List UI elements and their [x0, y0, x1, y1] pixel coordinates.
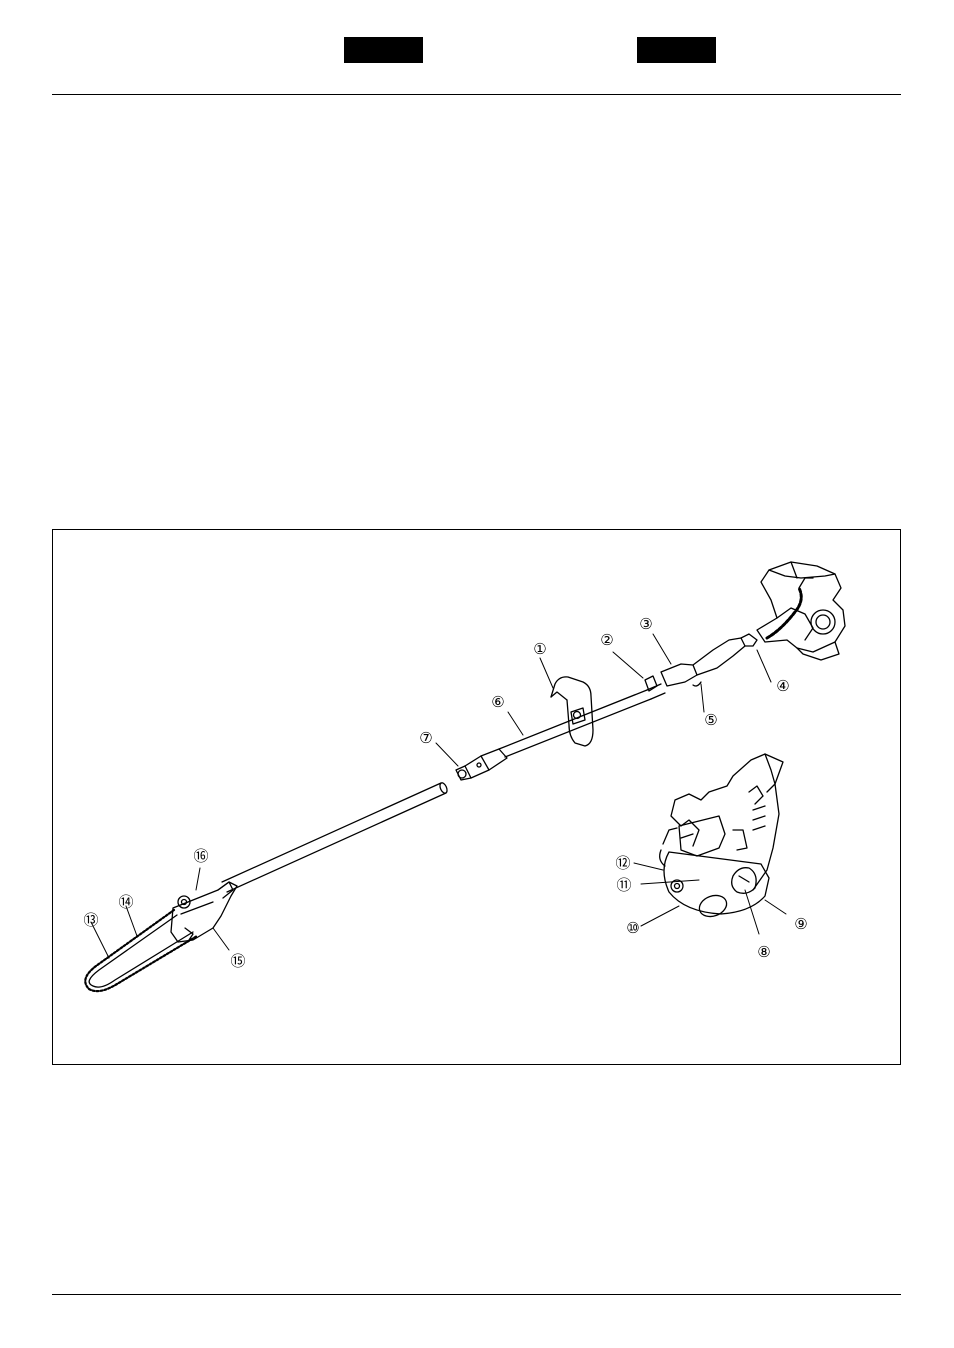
throttle-handle [645, 634, 757, 691]
pole-saw-illustration: ① ② ③ ④ ⑤ ⑥ ⑦ ⑧ ⑨ ⑩ ⑪ ⑫ ⑬ ⑭ ⑮ ⑯ [53, 530, 900, 1064]
pole-saw-parts-figure: ① ② ③ ④ ⑤ ⑥ ⑦ ⑧ ⑨ ⑩ ⑪ ⑫ ⑬ ⑭ ⑮ ⑯ [52, 529, 901, 1065]
header-rule [52, 94, 901, 95]
engine-unit-main [757, 562, 845, 660]
callout-8: ⑧ [757, 943, 770, 961]
callout-3: ③ [639, 615, 652, 633]
saw-head-gear-case [171, 882, 237, 942]
callout-16: ⑯ [193, 847, 208, 865]
callout-15: ⑮ [230, 952, 245, 970]
callout-6: ⑥ [491, 693, 504, 711]
callout-12: ⑫ [615, 854, 630, 872]
guide-bar-and-chain [85, 910, 197, 991]
callout-9: ⑨ [794, 915, 807, 933]
callout-7: ⑦ [419, 729, 432, 747]
callout-14: ⑭ [118, 893, 133, 911]
footer-rule [52, 1294, 901, 1295]
callout-13: ⑬ [83, 911, 98, 929]
callout-1: ① [533, 640, 546, 658]
header-black-tab-left [344, 37, 423, 63]
callout-11: ⑪ [616, 876, 631, 894]
callout-10: ⑩ [626, 919, 639, 937]
callout-5: ⑤ [704, 711, 717, 729]
callout-4: ④ [776, 677, 789, 695]
engine-closeup-view [660, 754, 783, 920]
pole-coupling-joint [456, 749, 507, 780]
callout-2: ② [600, 631, 613, 649]
header-black-tab-right [637, 37, 716, 63]
lower-pole-shaft [222, 782, 448, 892]
